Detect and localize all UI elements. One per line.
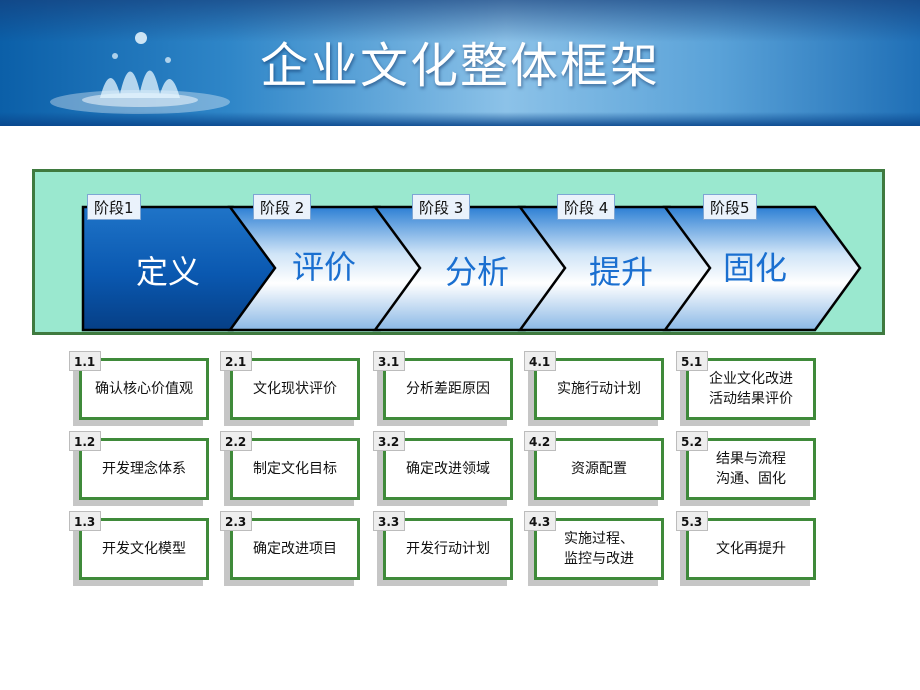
task-number-badge: 4.3 [524,511,556,531]
stage-chevron-5 [662,205,862,332]
task-number-badge: 1.1 [69,351,101,371]
stage-chevrons [81,205,862,332]
stage-tag-3: 阶段 3 [412,194,471,220]
task-number-badge: 4.2 [524,431,556,451]
water-splash-image [50,32,230,114]
task-number-badge: 2.1 [220,351,252,371]
stage-name-4: 提升 [588,253,653,291]
stage-tag-1: 阶段1 [87,194,141,220]
task-label: 开发行动计划 [406,541,490,557]
task-label: 开发理念体系 [102,461,186,477]
task-label: 确定改进领域 [406,461,490,477]
page-title: 企业文化整体框架 [259,38,660,94]
task-label: 制定文化目标 [253,461,337,477]
task-label: 文化再提升 [716,541,786,557]
task-label: 确认核心价值观 [95,381,193,397]
stage-name-5: 固化 [722,249,787,287]
task-number-badge: 2.2 [220,431,252,451]
task-label: 分析差距原因 [406,381,490,397]
task-number-badge: 4.1 [524,351,556,371]
task-number-badge: 5.1 [676,351,708,371]
stage-tag-5: 阶段5 [703,194,757,220]
task-number-badge: 3.1 [373,351,405,371]
task-label: 企业文化改进 活动结果评价 [709,371,793,407]
task-label: 实施过程、 监控与改进 [564,531,634,567]
task-number-badge: 1.2 [69,431,101,451]
task-label: 结果与流程 沟通、固化 [716,451,786,487]
stage-name-1: 定义 [135,253,200,291]
task-number-badge: 3.2 [373,431,405,451]
task-card-4-3: 实施过程、 监控与改进 4.3 [524,511,664,580]
stage-name-2: 评价 [291,248,356,286]
stage-tag-4: 阶段 4 [557,194,616,220]
task-label: 开发文化模型 [102,541,186,557]
task-number-badge: 5.2 [676,431,708,451]
task-number-badge: 5.3 [676,511,708,531]
task-card-4-2: 资源配置 4.2 [524,431,664,500]
stage-name-3: 分析 [444,253,509,291]
task-number-badge: 1.3 [69,511,101,531]
task-label: 确定改进项目 [253,541,337,557]
task-card-1-1: 确认核心价值观 1.1 [69,351,209,420]
task-card-5-3: 文化再提升 5.3 [676,511,816,580]
task-label: 文化现状评价 [253,381,337,397]
task-card-5-2: 结果与流程 沟通、固化 5.2 [676,431,816,500]
task-number-badge: 3.3 [373,511,405,531]
task-label: 资源配置 [571,461,627,477]
task-number-badge: 2.3 [220,511,252,531]
title-banner: 企业文化整体框架 [0,0,920,126]
task-label: 实施行动计划 [557,381,641,397]
stage-tag-2: 阶段 2 [253,194,312,220]
